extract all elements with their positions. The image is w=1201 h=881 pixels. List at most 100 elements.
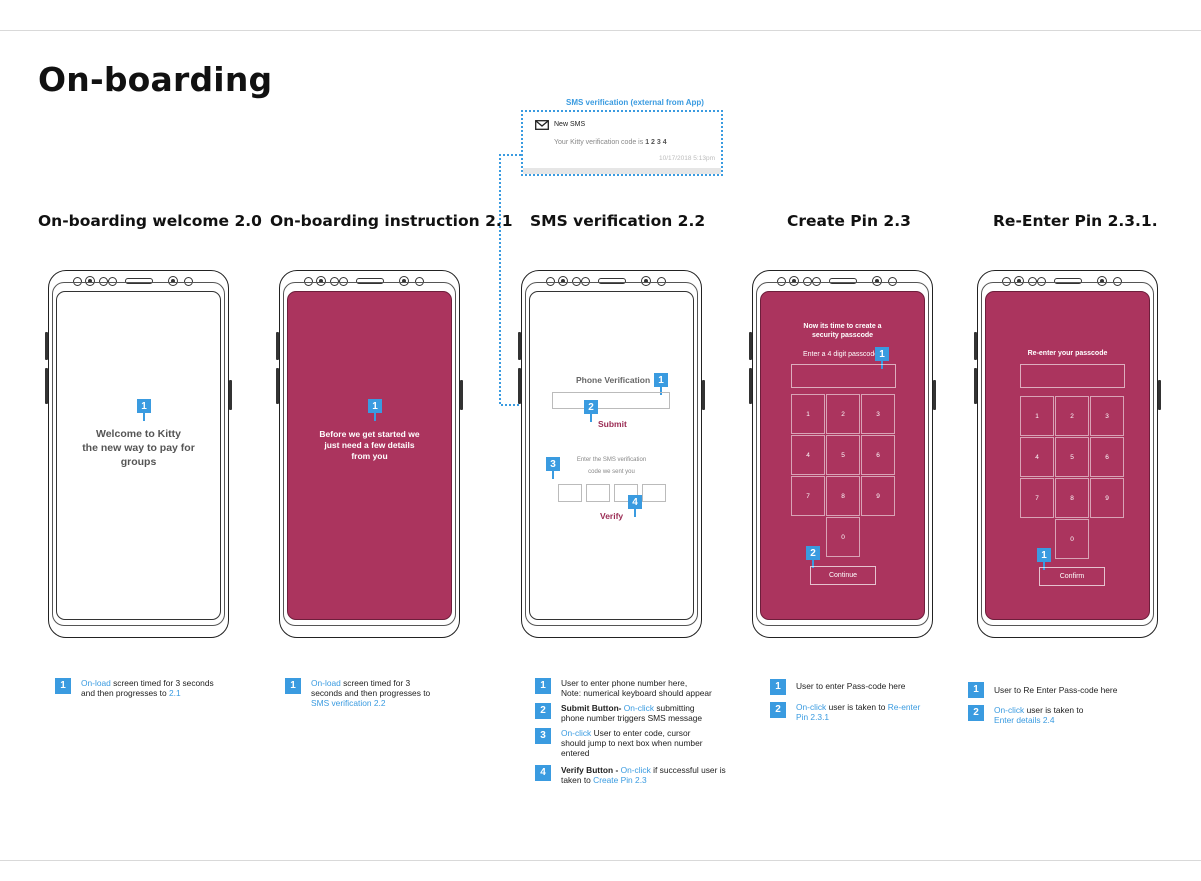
key-9[interactable]: 9 [861,476,895,516]
note-sms-2: 2 Submit Button- On-click submitting pho… [535,703,735,725]
continue-button[interactable]: Continue [810,566,876,585]
sms-timestamp: 10/17/2018 5:13pm [658,155,715,162]
phone-instruction: 1 Before we get started we just need a f… [276,270,463,638]
screen-title-instruction: On-boarding instruction 2.1 [270,212,513,230]
annotation-marker-1: 1 [875,347,889,369]
create-pin-heading1: Now its time to create a [803,323,882,330]
annotation-marker-2: 2 [806,546,820,568]
create-pin-heading2: security passcode [811,332,874,339]
top-divider [0,30,1201,31]
phone-sms-verification: Phone Verification 1 2 Submit 3 Enter th… [518,270,705,638]
key-9[interactable]: 9 [1090,478,1124,518]
annotation-marker-1: 1 [1037,548,1051,570]
welcome-line3: groups [120,456,157,468]
note-instruction-1: 1 On-load screen timed for 3 seconds and… [285,678,465,708]
key-5[interactable]: 5 [1055,437,1089,477]
annotation-marker-3: 3 [546,457,560,479]
camera-bar [48,276,229,286]
page-title: On-boarding [38,60,273,99]
sms-popup-label: SMS verification (external from App) [566,98,704,107]
key-0[interactable]: 0 [1055,519,1089,559]
submit-button[interactable]: Submit [598,419,627,429]
marker-stem [634,509,636,517]
note-welcome-1: 1 On-load screen timed for 3 seconds and… [55,678,235,708]
phone-welcome: 1 Welcome to Kitty the new way to pay fo… [45,270,232,638]
welcome-screen: 1 Welcome to Kitty the new way to pay fo… [56,291,221,620]
key-2[interactable]: 2 [826,394,860,434]
reenter-heading: Re-enter your passcode [1027,350,1108,357]
code-digit-box-1[interactable] [558,484,582,502]
phone-reenter-pin: Re-enter your passcode 1 2 3 4 5 6 7 8 9… [974,270,1161,638]
code-instruction-line2: code we sent you [588,469,635,475]
welcome-line1: Welcome to Kitty [96,428,181,440]
key-2[interactable]: 2 [1055,396,1089,436]
annotation-marker-1: 1 [137,399,151,421]
key-6[interactable]: 6 [1090,437,1124,477]
screen-title-welcome: On-boarding welcome 2.0 [38,212,262,230]
annotation-marker-1: 1 [368,399,382,421]
sms-bottom-bar [523,168,721,174]
screen-title-create-pin: Create Pin 2.3 [787,212,911,230]
marker-stem [660,387,662,395]
note-reenter-2: 2 On-click user is taken to Enter detail… [968,705,1168,727]
reenter-passcode-input[interactable] [1020,364,1125,388]
code-digit-box-3[interactable] [614,484,638,502]
instruction-line1: Before we get started we [319,429,420,439]
key-1[interactable]: 1 [1020,396,1054,436]
code-instruction-line1: Enter the SMS verification [576,457,647,463]
confirm-button[interactable]: Confirm [1039,567,1105,586]
verify-button[interactable]: Verify [600,511,624,521]
envelope-icon [535,120,549,130]
screen-title-reenter-pin: Re-Enter Pin 2.3.1. [993,212,1158,230]
camera-bar [977,276,1158,286]
key-7[interactable]: 7 [791,476,825,516]
key-8[interactable]: 8 [826,476,860,516]
key-4[interactable]: 4 [791,435,825,475]
marker-stem [812,560,814,568]
create-pin-sub: Enter a 4 digit passcode [803,351,879,358]
note-sms-3: 3 On-click User to enter code, cursor sh… [535,728,735,760]
note-sms-1: 1 User to enter phone number here,Note: … [535,678,735,700]
note-pin-2: 2 On-click user is taken to Re-enter Pin… [770,702,950,724]
sms-popup: New SMS Your Kitty verification code is … [521,110,723,176]
marker-stem [374,413,376,421]
note-sms-4: 4 Verify Button - On-click if successful… [535,765,735,787]
instruction-line2: just need a few details [324,440,415,450]
welcome-line2: the new way to pay for [82,442,195,454]
key-7[interactable]: 7 [1020,478,1054,518]
marker-stem [143,413,145,421]
screen-title-sms: SMS verification 2.2 [530,212,706,230]
key-1[interactable]: 1 [791,394,825,434]
instruction-line3: from you [351,451,388,461]
phone-create-pin: Now its time to create a security passco… [749,270,936,638]
reenter-pin-screen: Re-enter your passcode 1 2 3 4 5 6 7 8 9… [985,291,1150,620]
camera-bar [752,276,933,286]
key-3[interactable]: 3 [1090,396,1124,436]
sms-heading: New SMS [554,121,586,128]
note-pin-1: 1 User to enter Pass-code here [770,679,950,697]
sms-screen: Phone Verification 1 2 Submit 3 Enter th… [529,291,694,620]
code-digit-box-2[interactable] [586,484,610,502]
instruction-screen: 1 Before we get started we just need a f… [287,291,452,620]
marker-stem [881,361,883,369]
key-6[interactable]: 6 [861,435,895,475]
marker-stem [1043,562,1045,570]
bottom-divider [0,860,1201,861]
annotation-marker-4: 4 [628,495,642,517]
key-5[interactable]: 5 [826,435,860,475]
key-3[interactable]: 3 [861,394,895,434]
create-pin-screen: Now its time to create a security passco… [760,291,925,620]
marker-stem [590,414,592,422]
passcode-input[interactable] [791,364,896,388]
marker-stem [552,471,554,479]
annotation-marker-2: 2 [584,400,598,422]
key-4[interactable]: 4 [1020,437,1054,477]
key-0[interactable]: 0 [826,517,860,557]
camera-bar [279,276,460,286]
camera-bar [521,276,702,286]
note-reenter-1: 1 User to Re Enter Pass-code here [968,682,1168,700]
key-8[interactable]: 8 [1055,478,1089,518]
code-digit-box-4[interactable] [642,484,666,502]
phone-number-input[interactable] [552,392,670,409]
sms-message: Your Kitty verification code is 1 2 3 4 [554,139,667,146]
